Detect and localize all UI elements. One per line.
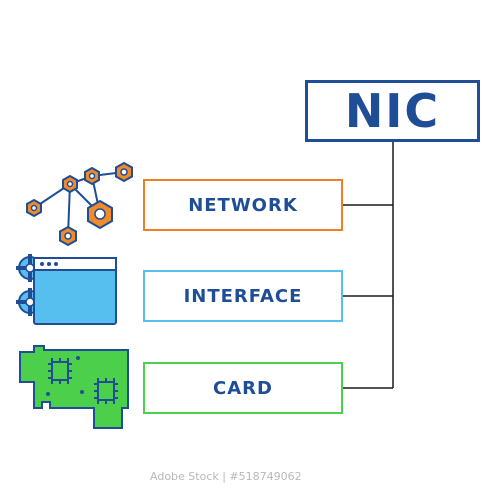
term-label-network: NETWORK <box>188 194 298 216</box>
term-box-interface: INTERFACE <box>143 270 343 322</box>
circuit-card-icon <box>19 345 129 429</box>
term-box-card: CARD <box>143 362 343 414</box>
network-nodes-icon <box>26 161 133 247</box>
acronym-title: NIC <box>344 84 441 138</box>
term-label-card: CARD <box>213 377 273 399</box>
browser-window-gears-icon <box>16 254 117 325</box>
term-label-interface: INTERFACE <box>183 285 303 307</box>
acronym-box: NIC <box>305 80 480 142</box>
stock-watermark: Adobe Stock | #518749062 <box>150 470 302 483</box>
term-box-network: NETWORK <box>143 179 343 231</box>
